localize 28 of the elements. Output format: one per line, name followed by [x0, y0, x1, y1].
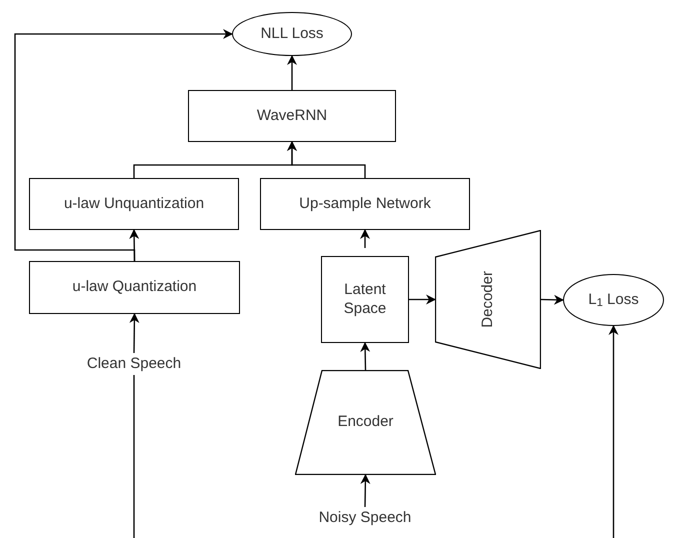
node-label: Latent Space: [342, 280, 388, 318]
arrow: [287, 55, 297, 90]
encoder-trapezoid: [295, 370, 436, 475]
arrow: [14, 29, 233, 261]
node-label: NLL Loss: [260, 24, 324, 44]
arrow: [133, 325, 618, 538]
node-label: Up-sample Network: [298, 194, 432, 214]
node-label: u-law Unquantization: [62, 194, 206, 214]
node-label: L$_{1}$ Loss: [587, 290, 640, 310]
arrow: [129, 313, 140, 353]
process-box: [260, 178, 470, 230]
arrow: [287, 141, 366, 178]
arrow: [409, 294, 436, 304]
arrow: [360, 229, 370, 248]
process-box: [29, 178, 239, 230]
process-box: [321, 256, 409, 343]
decoder-trapezoid: [435, 230, 541, 369]
node-label: Encoder: [336, 413, 394, 432]
node-label: Noisy Speech: [318, 508, 412, 528]
arrow: [360, 342, 370, 370]
arrow: [540, 294, 564, 305]
node-label: WaveRNN: [256, 106, 328, 126]
node-label: u-law Quantization: [71, 278, 198, 297]
arrow: [360, 474, 370, 508]
process-box: [188, 90, 396, 142]
process-box: [29, 261, 240, 314]
node-label: Decoder: [478, 270, 497, 330]
node-label: Clean Speech: [86, 354, 182, 374]
